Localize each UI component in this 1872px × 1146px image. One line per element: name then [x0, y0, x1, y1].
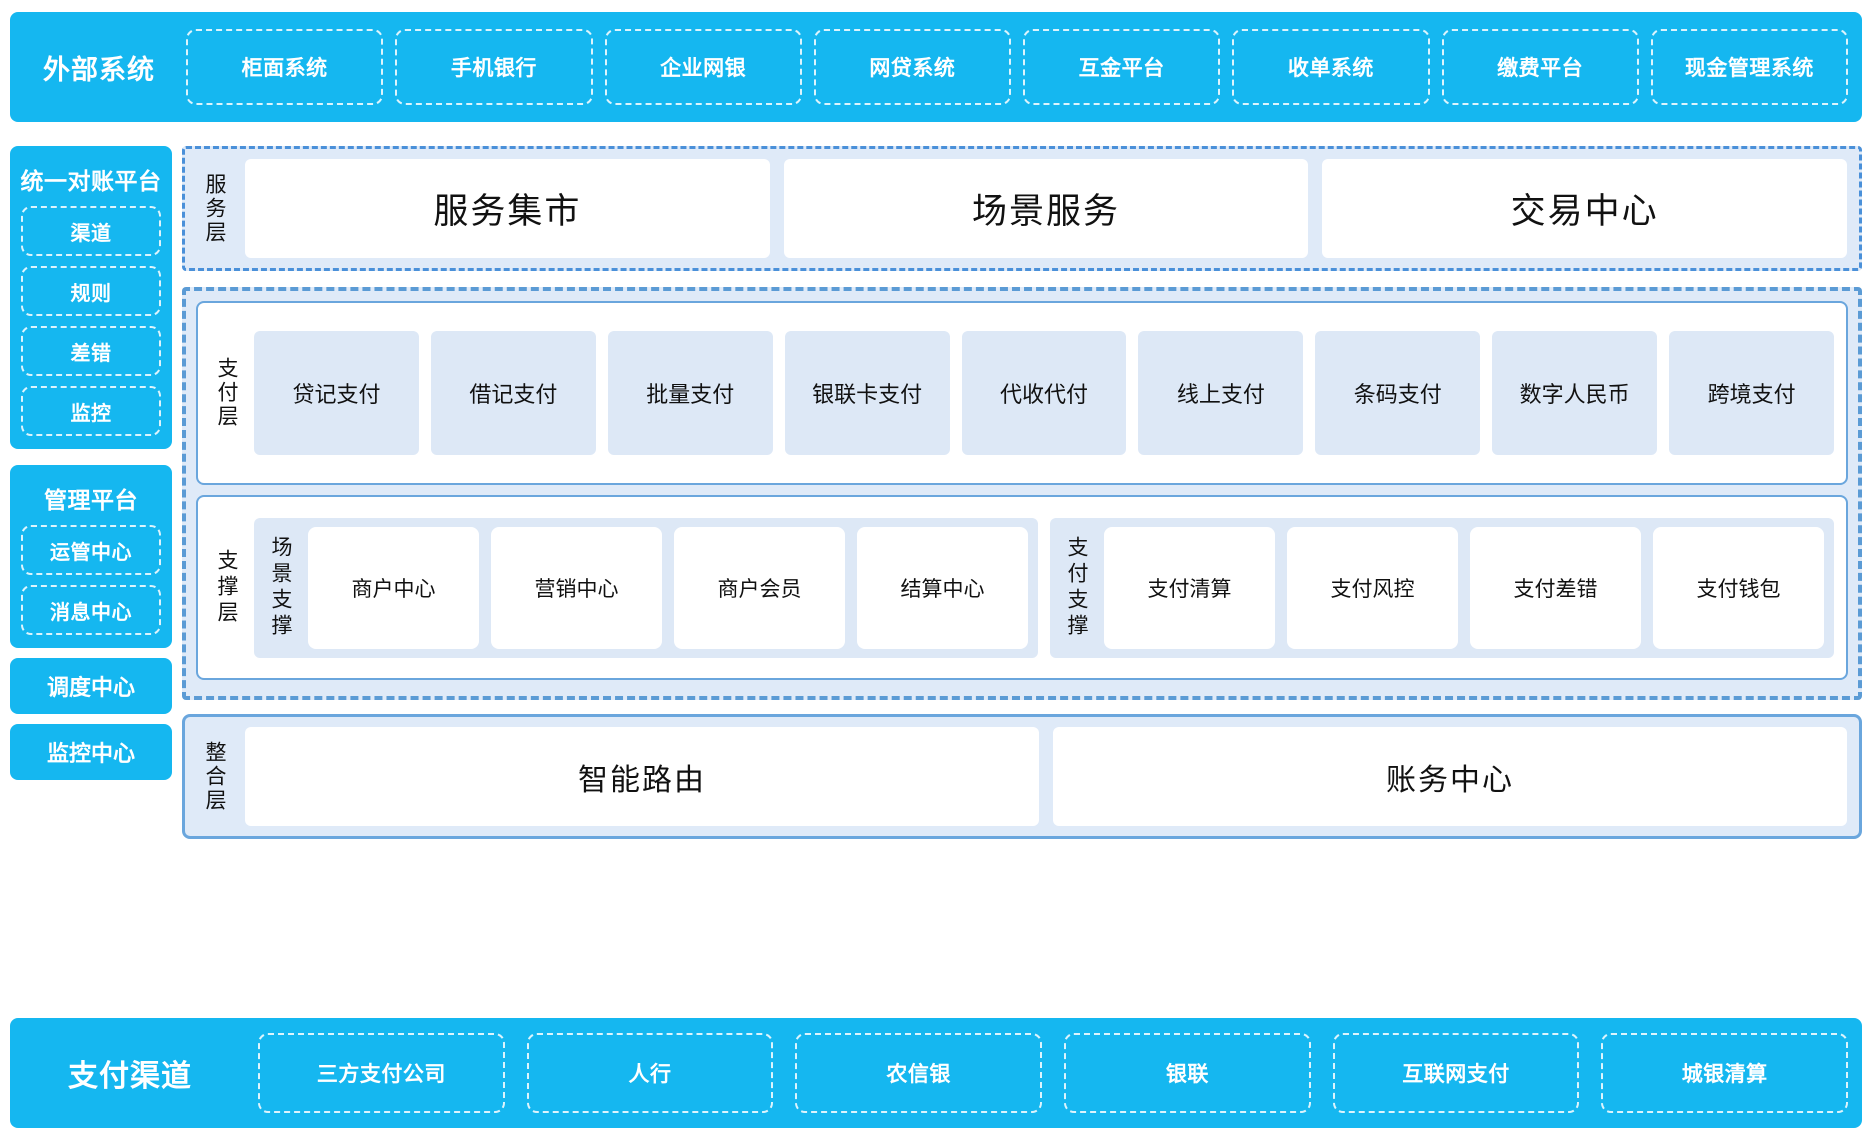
- sidebar-item-scheduling-center[interactable]: 调度中心: [10, 658, 172, 714]
- channel-item-rcc-bank[interactable]: 农信银: [795, 1033, 1043, 1113]
- external-system-item[interactable]: 企业网银: [604, 29, 802, 105]
- support-item-payment-clearing[interactable]: 支付清算: [1104, 526, 1275, 649]
- platform-layers: 服务层 服务集市 场景服务 交易中心 支付层 贷记支付 借记支付 批量支付 银联…: [182, 146, 1862, 986]
- support-layer-label: 支撑层: [215, 548, 238, 627]
- scenario-support-label: 场景支撑: [269, 535, 292, 640]
- payment-item-collection-payment[interactable]: 代收代付: [961, 331, 1127, 455]
- external-system-item[interactable]: 手机银行: [395, 29, 593, 105]
- service-layer-container: 服务层 服务集市 场景服务 交易中心: [182, 146, 1862, 271]
- channel-item-pboc[interactable]: 人行: [526, 1033, 774, 1113]
- core-layers-container: 支付层 贷记支付 借记支付 批量支付 银联卡支付 代收代付 线上支付 条码支付 …: [182, 287, 1862, 700]
- payment-item-batch[interactable]: 批量支付: [607, 331, 773, 455]
- service-layer-label: 服务层: [203, 172, 226, 245]
- payment-layer-panel: 支付层 贷记支付 借记支付 批量支付 银联卡支付 代收代付 线上支付 条码支付 …: [196, 301, 1848, 485]
- management-platform-title: 管理平台: [44, 487, 138, 513]
- left-sidebar: 统一对账平台 渠道 规则 差错 监控 管理平台 运管中心 消息中心 调度中心 监…: [10, 146, 172, 986]
- sidebar-item-monitoring-center[interactable]: 监控中心: [10, 724, 172, 780]
- reconciliation-platform-panel: 统一对账平台 渠道 规则 差错 监控: [10, 146, 172, 449]
- payment-item-debit[interactable]: 借记支付: [430, 331, 596, 455]
- external-system-item[interactable]: 收单系统: [1232, 29, 1430, 105]
- sidebar-item-monitor[interactable]: 监控: [21, 386, 161, 436]
- support-item-payment-error[interactable]: 支付差错: [1470, 526, 1641, 649]
- integration-layer-label: 整合层: [203, 740, 226, 813]
- sidebar-item-operations-center[interactable]: 运管中心: [21, 525, 161, 575]
- support-item-settlement-center[interactable]: 结算中心: [857, 526, 1028, 649]
- external-system-item[interactable]: 缴费平台: [1441, 29, 1639, 105]
- sidebar-item-rule[interactable]: 规则: [21, 266, 161, 316]
- sidebar-item-channel[interactable]: 渠道: [21, 206, 161, 256]
- external-system-item[interactable]: 互金平台: [1023, 29, 1221, 105]
- payment-item-barcode[interactable]: 条码支付: [1315, 331, 1481, 455]
- support-layer-panel: 支撑层 场景支撑 商户中心 营销中心 商户会员 结算中心 支付支撑 支付清算 支…: [196, 495, 1848, 680]
- payment-support-label: 支付支撑: [1065, 535, 1088, 640]
- channel-item-city-bank-clearing[interactable]: 城银清算: [1601, 1033, 1849, 1113]
- payment-channels-bar: 支付渠道 三方支付公司 人行 农信银 银联 互联网支付 城银清算: [10, 1018, 1862, 1128]
- integration-item-smart-routing[interactable]: 智能路由: [245, 727, 1039, 826]
- support-item-merchant-membership[interactable]: 商户会员: [674, 526, 845, 649]
- reconciliation-platform-title: 统一对账平台: [20, 168, 162, 194]
- payment-layer-label: 支付层: [215, 357, 238, 429]
- support-item-merchant-center[interactable]: 商户中心: [308, 526, 479, 649]
- payment-item-digital-rmb[interactable]: 数字人民币: [1492, 331, 1658, 455]
- payment-item-cross-border[interactable]: 跨境支付: [1669, 331, 1835, 455]
- external-systems-title: 外部系统: [43, 54, 155, 85]
- scenario-support-group: 场景支撑 商户中心 营销中心 商户会员 结算中心: [254, 517, 1038, 658]
- payment-item-credit[interactable]: 贷记支付: [254, 331, 419, 455]
- payment-item-online[interactable]: 线上支付: [1138, 331, 1304, 455]
- service-layer-item-market[interactable]: 服务集市: [245, 159, 770, 258]
- sidebar-item-message-center[interactable]: 消息中心: [21, 585, 161, 635]
- sidebar-item-error[interactable]: 差错: [21, 326, 161, 376]
- external-systems-bar: 外部系统 柜面系统 手机银行 企业网银 网贷系统 互金平台 收单系统 缴费平台 …: [10, 12, 1862, 122]
- payment-item-unionpay-card[interactable]: 银联卡支付: [784, 331, 950, 455]
- payment-channels-title: 支付渠道: [68, 1060, 192, 1093]
- integration-layer-panel: 整合层 智能路由 账务中心: [182, 714, 1862, 839]
- service-layer-item-scenario[interactable]: 场景服务: [783, 159, 1309, 258]
- management-platform-panel: 管理平台 运管中心 消息中心: [10, 465, 172, 648]
- channel-item-internet-payment[interactable]: 互联网支付: [1332, 1033, 1580, 1113]
- service-layer-item-transaction[interactable]: 交易中心: [1322, 159, 1848, 258]
- external-system-item[interactable]: 柜面系统: [186, 29, 384, 105]
- external-system-item[interactable]: 现金管理系统: [1650, 29, 1848, 105]
- support-item-payment-risk[interactable]: 支付风控: [1287, 526, 1458, 649]
- payment-support-group: 支付支撑 支付清算 支付风控 支付差错 支付钱包: [1050, 517, 1834, 658]
- integration-item-accounting-center[interactable]: 账务中心: [1053, 727, 1847, 826]
- support-item-marketing-center[interactable]: 营销中心: [491, 526, 662, 649]
- support-item-payment-wallet[interactable]: 支付钱包: [1653, 526, 1824, 649]
- external-system-item[interactable]: 网贷系统: [813, 29, 1011, 105]
- channel-item-unionpay[interactable]: 银联: [1064, 1033, 1311, 1113]
- channel-item-third-party[interactable]: 三方支付公司: [258, 1033, 505, 1113]
